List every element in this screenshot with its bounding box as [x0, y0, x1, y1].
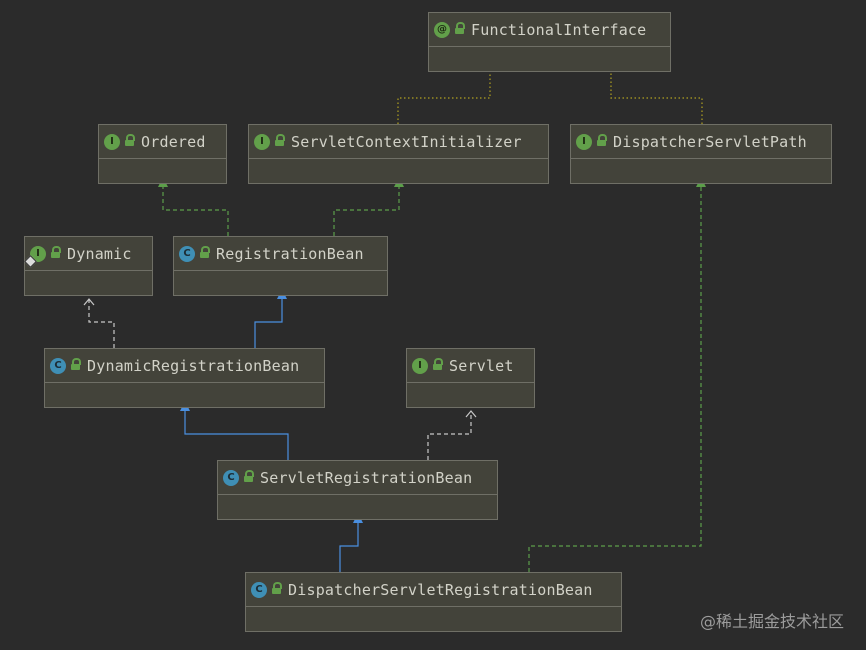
- edge-extends-servlet_registration_bean-to-dynamic_registration_bean: [180, 401, 289, 460]
- arrowhead-open: [83, 298, 95, 306]
- abstract-class-icon: C: [179, 245, 195, 262]
- node-header: I Servlet: [407, 349, 534, 383]
- edge-line: [427, 411, 472, 460]
- interface-icon: I: [254, 133, 270, 150]
- public-lock-icon: [432, 358, 443, 370]
- public-lock-icon: [271, 582, 282, 594]
- node-title: Servlet: [449, 356, 514, 375]
- node-header: I Dynamic: [24, 237, 152, 271]
- node-title: Dynamic: [67, 244, 132, 263]
- node-functional-interface[interactable]: @ FunctionalInterface: [428, 12, 671, 72]
- edge-line: [339, 523, 359, 572]
- class-icon: C: [251, 581, 267, 598]
- public-lock-icon: [243, 470, 254, 482]
- node-title: Ordered: [141, 132, 206, 151]
- node-registration-bean[interactable]: C RegistrationBean: [173, 236, 388, 296]
- node-dispatcher-servlet-path[interactable]: I DispatcherServletPath: [570, 124, 832, 184]
- interface-icon: I: [24, 245, 46, 268]
- node-header: C RegistrationBean: [174, 237, 387, 271]
- node-title: DynamicRegistrationBean: [87, 356, 300, 375]
- node-servlet[interactable]: I Servlet: [406, 348, 535, 408]
- edge-extends-dynamic_registration_bean-to-registration_bean: [254, 289, 287, 348]
- node-header: I DispatcherServletPath: [571, 125, 831, 159]
- class-icon: C: [223, 469, 239, 486]
- nested-marker-icon: [24, 254, 37, 268]
- edge-line: [88, 299, 115, 348]
- public-lock-icon: [596, 134, 607, 146]
- node-header: I Ordered: [99, 125, 226, 159]
- edge-extends-dispatcher_servlet_registration_bean-to-servlet_registration_bean: [339, 513, 363, 572]
- edge-annotated-dispatcher_servlet_path-to-functional_interface: [610, 72, 703, 124]
- public-lock-icon: [124, 134, 135, 146]
- edge-implements-registration_bean-to-servlet_context_initializer: [333, 177, 404, 236]
- interface-icon: I: [412, 357, 428, 374]
- annotation-icon: @: [434, 21, 450, 38]
- node-header: C ServletRegistrationBean: [218, 461, 497, 495]
- edge-implements-dispatcher_servlet_registration_bean-to-dispatcher_servlet_path: [528, 177, 706, 572]
- edge-depends-servlet_registration_bean-to-servlet: [427, 410, 477, 460]
- public-lock-icon: [454, 22, 465, 34]
- node-servlet-registration-bean[interactable]: C ServletRegistrationBean: [217, 460, 498, 520]
- arrowhead-open: [465, 410, 477, 418]
- edge-line: [397, 72, 491, 124]
- public-lock-icon: [274, 134, 285, 146]
- node-dynamic[interactable]: I Dynamic: [24, 236, 153, 296]
- edge-implements-registration_bean-to-ordered: [158, 177, 229, 236]
- node-title: DispatcherServletRegistrationBean: [288, 580, 593, 599]
- node-title: RegistrationBean: [216, 244, 364, 263]
- node-title: DispatcherServletPath: [613, 132, 807, 151]
- watermark: @稀土掘金技术社区: [699, 612, 844, 631]
- edge-line: [333, 187, 400, 236]
- node-ordered[interactable]: I Ordered: [98, 124, 227, 184]
- edge-annotated-servlet_context_initializer-to-functional_interface: [397, 72, 491, 124]
- edge-line: [254, 299, 283, 348]
- node-header: C DynamicRegistrationBean: [45, 349, 324, 383]
- node-servlet-context-initializer[interactable]: I ServletContextInitializer: [248, 124, 549, 184]
- node-dispatcher-servlet-registration-bean[interactable]: C DispatcherServletRegistrationBean: [245, 572, 622, 632]
- node-title: ServletContextInitializer: [291, 132, 522, 151]
- node-header: @ FunctionalInterface: [429, 13, 670, 47]
- node-title: ServletRegistrationBean: [260, 468, 473, 487]
- interface-icon: I: [104, 133, 120, 150]
- public-lock-icon: [50, 246, 61, 258]
- edge-line: [184, 411, 289, 460]
- public-lock-icon: [199, 246, 210, 258]
- node-header: I ServletContextInitializer: [249, 125, 548, 159]
- edge-line: [528, 187, 702, 572]
- node-dynamic-registration-bean[interactable]: C DynamicRegistrationBean: [44, 348, 325, 408]
- interface-icon: I: [576, 133, 592, 150]
- abstract-class-icon: C: [50, 357, 66, 374]
- edge-line: [162, 187, 229, 236]
- public-lock-icon: [70, 358, 81, 370]
- edge-line: [610, 72, 703, 124]
- node-header: C DispatcherServletRegistrationBean: [246, 573, 621, 607]
- node-title: FunctionalInterface: [471, 20, 647, 39]
- edge-depends-dynamic_registration_bean-to-dynamic: [83, 298, 115, 348]
